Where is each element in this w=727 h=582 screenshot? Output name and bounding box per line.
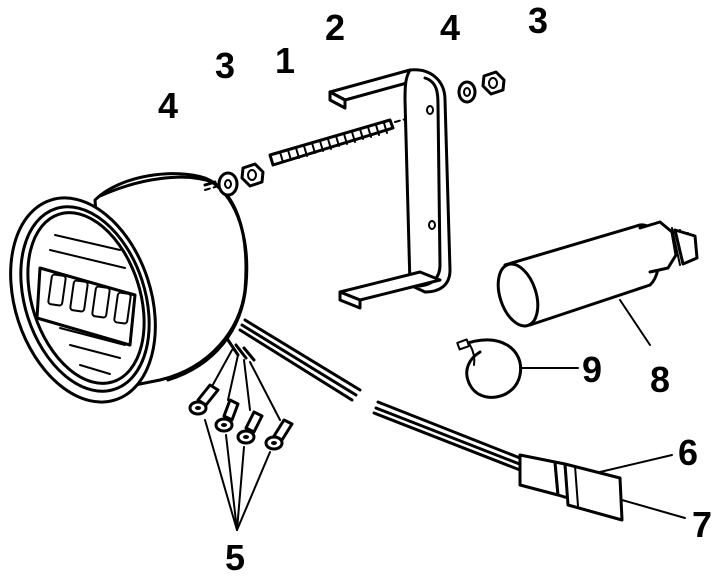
digit-2	[69, 279, 89, 313]
washer-right	[457, 80, 477, 104]
digit-3	[91, 285, 111, 319]
hour-meter-gauge: 0000	[9, 172, 249, 404]
ring-terminal-2	[214, 398, 240, 433]
wire-harness	[209, 318, 624, 522]
callout-6: 6	[678, 432, 698, 473]
ring-terminals	[188, 383, 294, 451]
ring-terminal-4	[264, 418, 294, 451]
callout-4-right: 4	[440, 7, 460, 48]
mounting-bracket	[328, 68, 452, 310]
callout-4-left: 4	[158, 85, 178, 126]
callout-1: 1	[275, 40, 295, 81]
callout-3-left: 3	[215, 45, 235, 86]
digit-4	[113, 291, 132, 325]
callout-7: 7	[692, 504, 712, 545]
sender-sleeve	[496, 220, 699, 328]
cable-tie	[456, 338, 523, 399]
ring-terminal-3	[236, 410, 264, 445]
hex-nut-right	[481, 70, 506, 96]
ring-terminal-1	[188, 383, 220, 416]
washer-left	[217, 171, 239, 197]
digit-window: 0000	[35, 266, 137, 347]
callout-9: 9	[582, 349, 602, 390]
callout-8: 8	[650, 359, 670, 400]
callout-2: 2	[325, 7, 345, 48]
leader-lines	[204, 299, 686, 531]
hex-nut-left	[240, 162, 265, 188]
digit-1	[47, 273, 67, 307]
callout-5: 5	[225, 537, 245, 578]
callout-3-right: 3	[528, 0, 548, 41]
